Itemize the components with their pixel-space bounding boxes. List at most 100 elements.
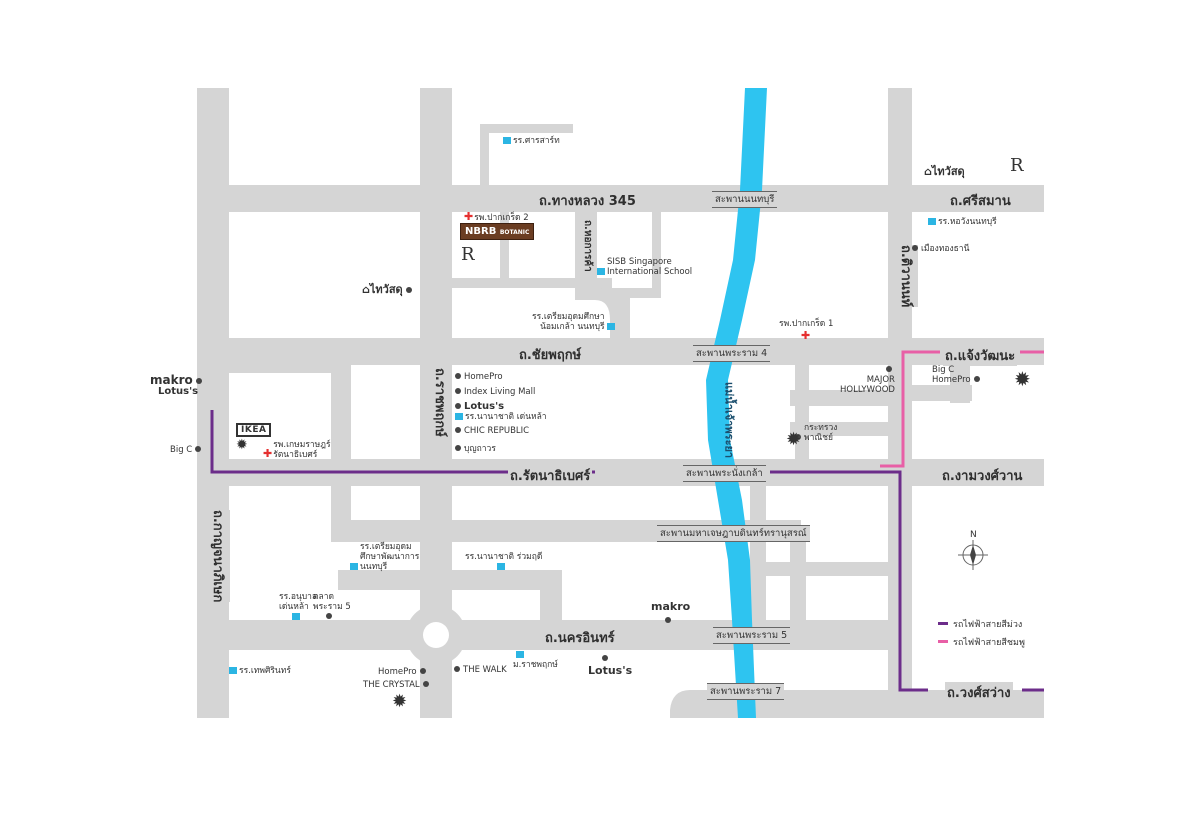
shop-dot-icon [973,375,980,382]
road-label-highway345: ถ.ทางหลวง 345 [537,190,638,211]
shop-dot-icon [454,666,460,672]
place-lotus1: Lotus's [455,401,504,413]
project-nbrb-marker[interactable]: NBRB BOTANIC [460,223,535,240]
shop-dot-icon [195,446,202,452]
bridge-maha-chesada: สะพานมหาเจษฎาบดินทร์ทรานุสรณ์ [657,525,810,542]
shop-dot-icon [326,612,332,619]
place-bigc1: Big C [170,445,202,456]
compass-icon [958,540,988,570]
hospital-icon: ✚ [801,328,811,342]
shop-dot-icon [885,366,892,372]
shop-dot-icon [795,433,801,440]
central-snowflake-icon: ✹ [236,437,248,453]
place-anuban: รร.อนุบาล เด่นหล้า [279,592,317,622]
chao-phraya-river [706,88,767,718]
road-label-nakhon-in: ถ.นครอินทร์ [543,627,617,648]
place-pakkret2: ✚รพ.ปากเกร็ด 2 [464,210,529,223]
place-homepro1: HomePro [455,372,503,383]
compass-north-label: N [970,530,977,540]
place-index: Index Living Mall [455,387,535,398]
road-label-ratchaphruek: ถ.ราชพฤกษ์ [427,368,452,437]
school-icon [292,612,300,620]
school-icon [606,322,615,330]
thaiwatsadu-left: ⌂ไทวัสดุ [362,280,412,298]
road-label-kanchanaphisek: ถ.กาญจนาภิเษก [205,510,230,603]
store-icon: ⌂ [362,283,370,296]
legend-purple: รถไฟฟ้าสายสีม่วง [938,617,1022,631]
place-triam2: รร.เตรียมอุดม ศึกษาพัฒนาการ นนทบุรี [350,542,419,572]
place-homepro2: HomePro [378,667,426,678]
river-label: แม่น้ำเจ้าพระยา [722,382,736,459]
bridge-rama5: สะพานพระราม 5 [713,627,791,644]
legend-swatch-pink [938,640,948,643]
place-thewalk: THE WALK [454,665,507,676]
road-label-rattanathibet: ถ.รัตนาธิเบศร์ [508,465,593,486]
road-label-ngamwongwan: ถ.งามวงศ์วาน [940,465,1025,486]
place-bigc-homepro: Big C HomePro [932,365,980,386]
store-icon: ⌂ [924,165,932,178]
road-label-chaiyaphruek: ถ.ชัยพฤกษ์ [517,344,584,365]
bridge-rama4: สะพานพระราม 4 [693,345,771,362]
school-icon [350,562,358,570]
shop-dot-icon [419,668,426,674]
place-nanachat: รร.นานาชาติ เด่นหล้า [455,412,547,423]
place-horwang: รร.หอวังนนทบุรี [928,217,997,228]
shop-dot-icon [912,245,918,251]
school-icon [597,267,605,275]
shop-dot-icon [665,617,671,623]
place-pakkret1: รพ.ปากเกร็ด 1✚ [779,319,834,342]
school-icon [516,651,524,658]
place-sisb: SISB Singapore International School [597,257,692,278]
place-bunthavorn: บุญถาวร [455,444,496,455]
shop-dot-icon [195,378,202,384]
legend-pink: รถไฟฟ้าสายสีชมพู [938,635,1025,649]
road-label-chaengwattana: ถ.แจ้งวัฒนะ [943,345,1018,366]
road-network [197,88,1044,718]
place-ratchaphruek-u: ม.ราชพฤกษ์ [513,651,558,671]
central-snowflake-icon: ✹ [1014,367,1031,391]
thaiwatsadu-right: ⌂ไทวัสดุ [924,165,965,178]
robinson-logo-icon: R [461,244,475,265]
place-thepsirin: รร.เทพศิรินทร์ [229,666,291,677]
road-label-tiwanon: ถ.ติวานนท์ [893,245,918,308]
place-chic: CHIC REPUBLIC [455,426,529,437]
place-kasemrad: ✚รพ.เกษมราษฎร์ รัตนาธิเบศร์ [263,440,331,460]
shop-dot-icon [455,445,461,451]
shop-dot-icon [405,287,412,293]
bridge-rama7: สะพานพระราม 7 [707,683,785,700]
shop-dot-icon [455,427,461,433]
school-icon [497,562,505,570]
hospital-icon: ✚ [464,210,474,223]
shop-dot-icon [422,681,429,687]
place-sarasas: รร.ศารสาร์ท [503,136,560,147]
bridge-nonthaburi: สะพานนนทบุรี [712,191,778,208]
school-icon [503,137,511,144]
place-makro1: makro [150,373,202,387]
place-triam: รร.เตรียมอุดมศึกษา น้อมเกล้า นนทบุรี [532,312,617,333]
place-crystal: THE CRYSTAL [363,680,429,691]
place-major: MAJOR HOLLYWOOD [840,366,895,395]
place-lotus3: Lotus's [588,651,632,677]
place-makro2: makro [651,600,690,626]
ikea-logo: IKEA [236,423,272,437]
shop-dot-icon [455,373,461,379]
school-icon [229,667,237,674]
place-lotus2: Lotus's [158,386,199,397]
shop-dot-icon [455,388,461,394]
school-icon [928,218,936,225]
hospital-icon: ✚ [263,446,273,460]
place-talad: ตลาด พระราม 5 [313,592,351,622]
shop-dot-icon [455,403,461,409]
bridge-phra-nang-klao: สะพานพระนั่งเกล้า [683,465,766,482]
legend-swatch-purple [938,622,948,625]
place-ministry: กระทรวง พาณิชย์ [795,423,837,444]
pink-line [880,350,940,468]
place-nanachat2: รร.นานาชาติ ร่วมฤดี [465,552,542,573]
school-icon [455,413,463,420]
road-label-sriman: ถ.ศรีสมาน [948,190,1013,211]
road-label-ho-kan-kha: ถ.หอการค้า [578,220,597,272]
central-snowflake-icon: ✹ [392,691,408,712]
shop-dot-icon [602,655,608,661]
robinson-logo-icon: R [1010,155,1024,176]
road-label-wongsawang: ถ.วงศ์สว่าง [945,682,1013,703]
